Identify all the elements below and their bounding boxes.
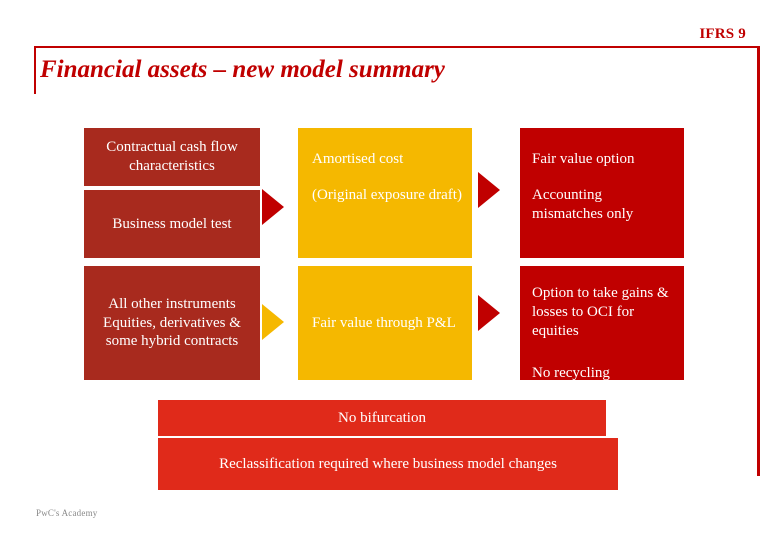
diagram-box-oci-option-label: Option to take gains & losses to OCI for…	[532, 285, 669, 339]
right-accent-rule	[757, 46, 760, 476]
arrow-right-icon-criteria-to-fvpl	[262, 304, 284, 340]
diagram-box-amortised-cost: Amortised cost (Original exposure draft)	[298, 128, 472, 258]
diagram-box-business-model-test-label: Business model test	[112, 215, 232, 232]
diagram-box-fair-value-option-subtext: Accounting mismatches only	[532, 187, 634, 222]
note-no-bifurcation: No bifurcation	[158, 400, 606, 436]
page-title: Financial assets – new model summary	[40, 56, 445, 83]
diagram-box-all-other-instruments-label: All other instruments Equities, derivati…	[103, 295, 241, 350]
note-no-bifurcation-label: No bifurcation	[338, 409, 426, 426]
diagram-box-business-model-test: Business model test	[84, 190, 260, 258]
note-reclassification-label: Reclassification required where business…	[219, 455, 557, 472]
diagram-box-fair-value-through-pl-label: Fair value through P&L	[312, 314, 456, 331]
arrow-right-icon-amortised-to-fvoption	[478, 172, 500, 208]
arrow-right-icon-fvpl-to-ocioption	[478, 295, 500, 331]
arrow-right-icon-criteria-to-amortised	[262, 189, 284, 225]
diagram-box-contractual-cash-flow: Contractual cash flow characteristics	[84, 128, 260, 186]
diagram-box-oci-option: Option to take gains & losses to OCI for…	[520, 266, 684, 382]
title-left-accent-rule	[34, 46, 36, 94]
diagram-box-amortised-cost-label: Amortised cost	[312, 150, 404, 167]
diagram-box-fair-value-option: Fair value option Accounting mismatches …	[520, 128, 684, 258]
diagram-box-contractual-cash-flow-label: Contractual cash flow characteristics	[106, 139, 238, 174]
footer-logo: PwC's Academy	[36, 508, 98, 518]
diagram-box-fair-value-through-pl: Fair value through P&L	[298, 266, 472, 380]
slide-standard-reference: IFRS 9	[699, 26, 746, 42]
header-divider-rule	[34, 46, 760, 48]
diagram-box-oci-option-subtext: No recycling	[532, 365, 610, 382]
diagram-box-amortised-cost-subtext: (Original exposure draft)	[312, 187, 462, 203]
note-reclassification: Reclassification required where business…	[158, 438, 618, 490]
diagram-box-all-other-instruments: All other instruments Equities, derivati…	[84, 266, 260, 380]
diagram-box-fair-value-option-label: Fair value option	[532, 150, 635, 167]
